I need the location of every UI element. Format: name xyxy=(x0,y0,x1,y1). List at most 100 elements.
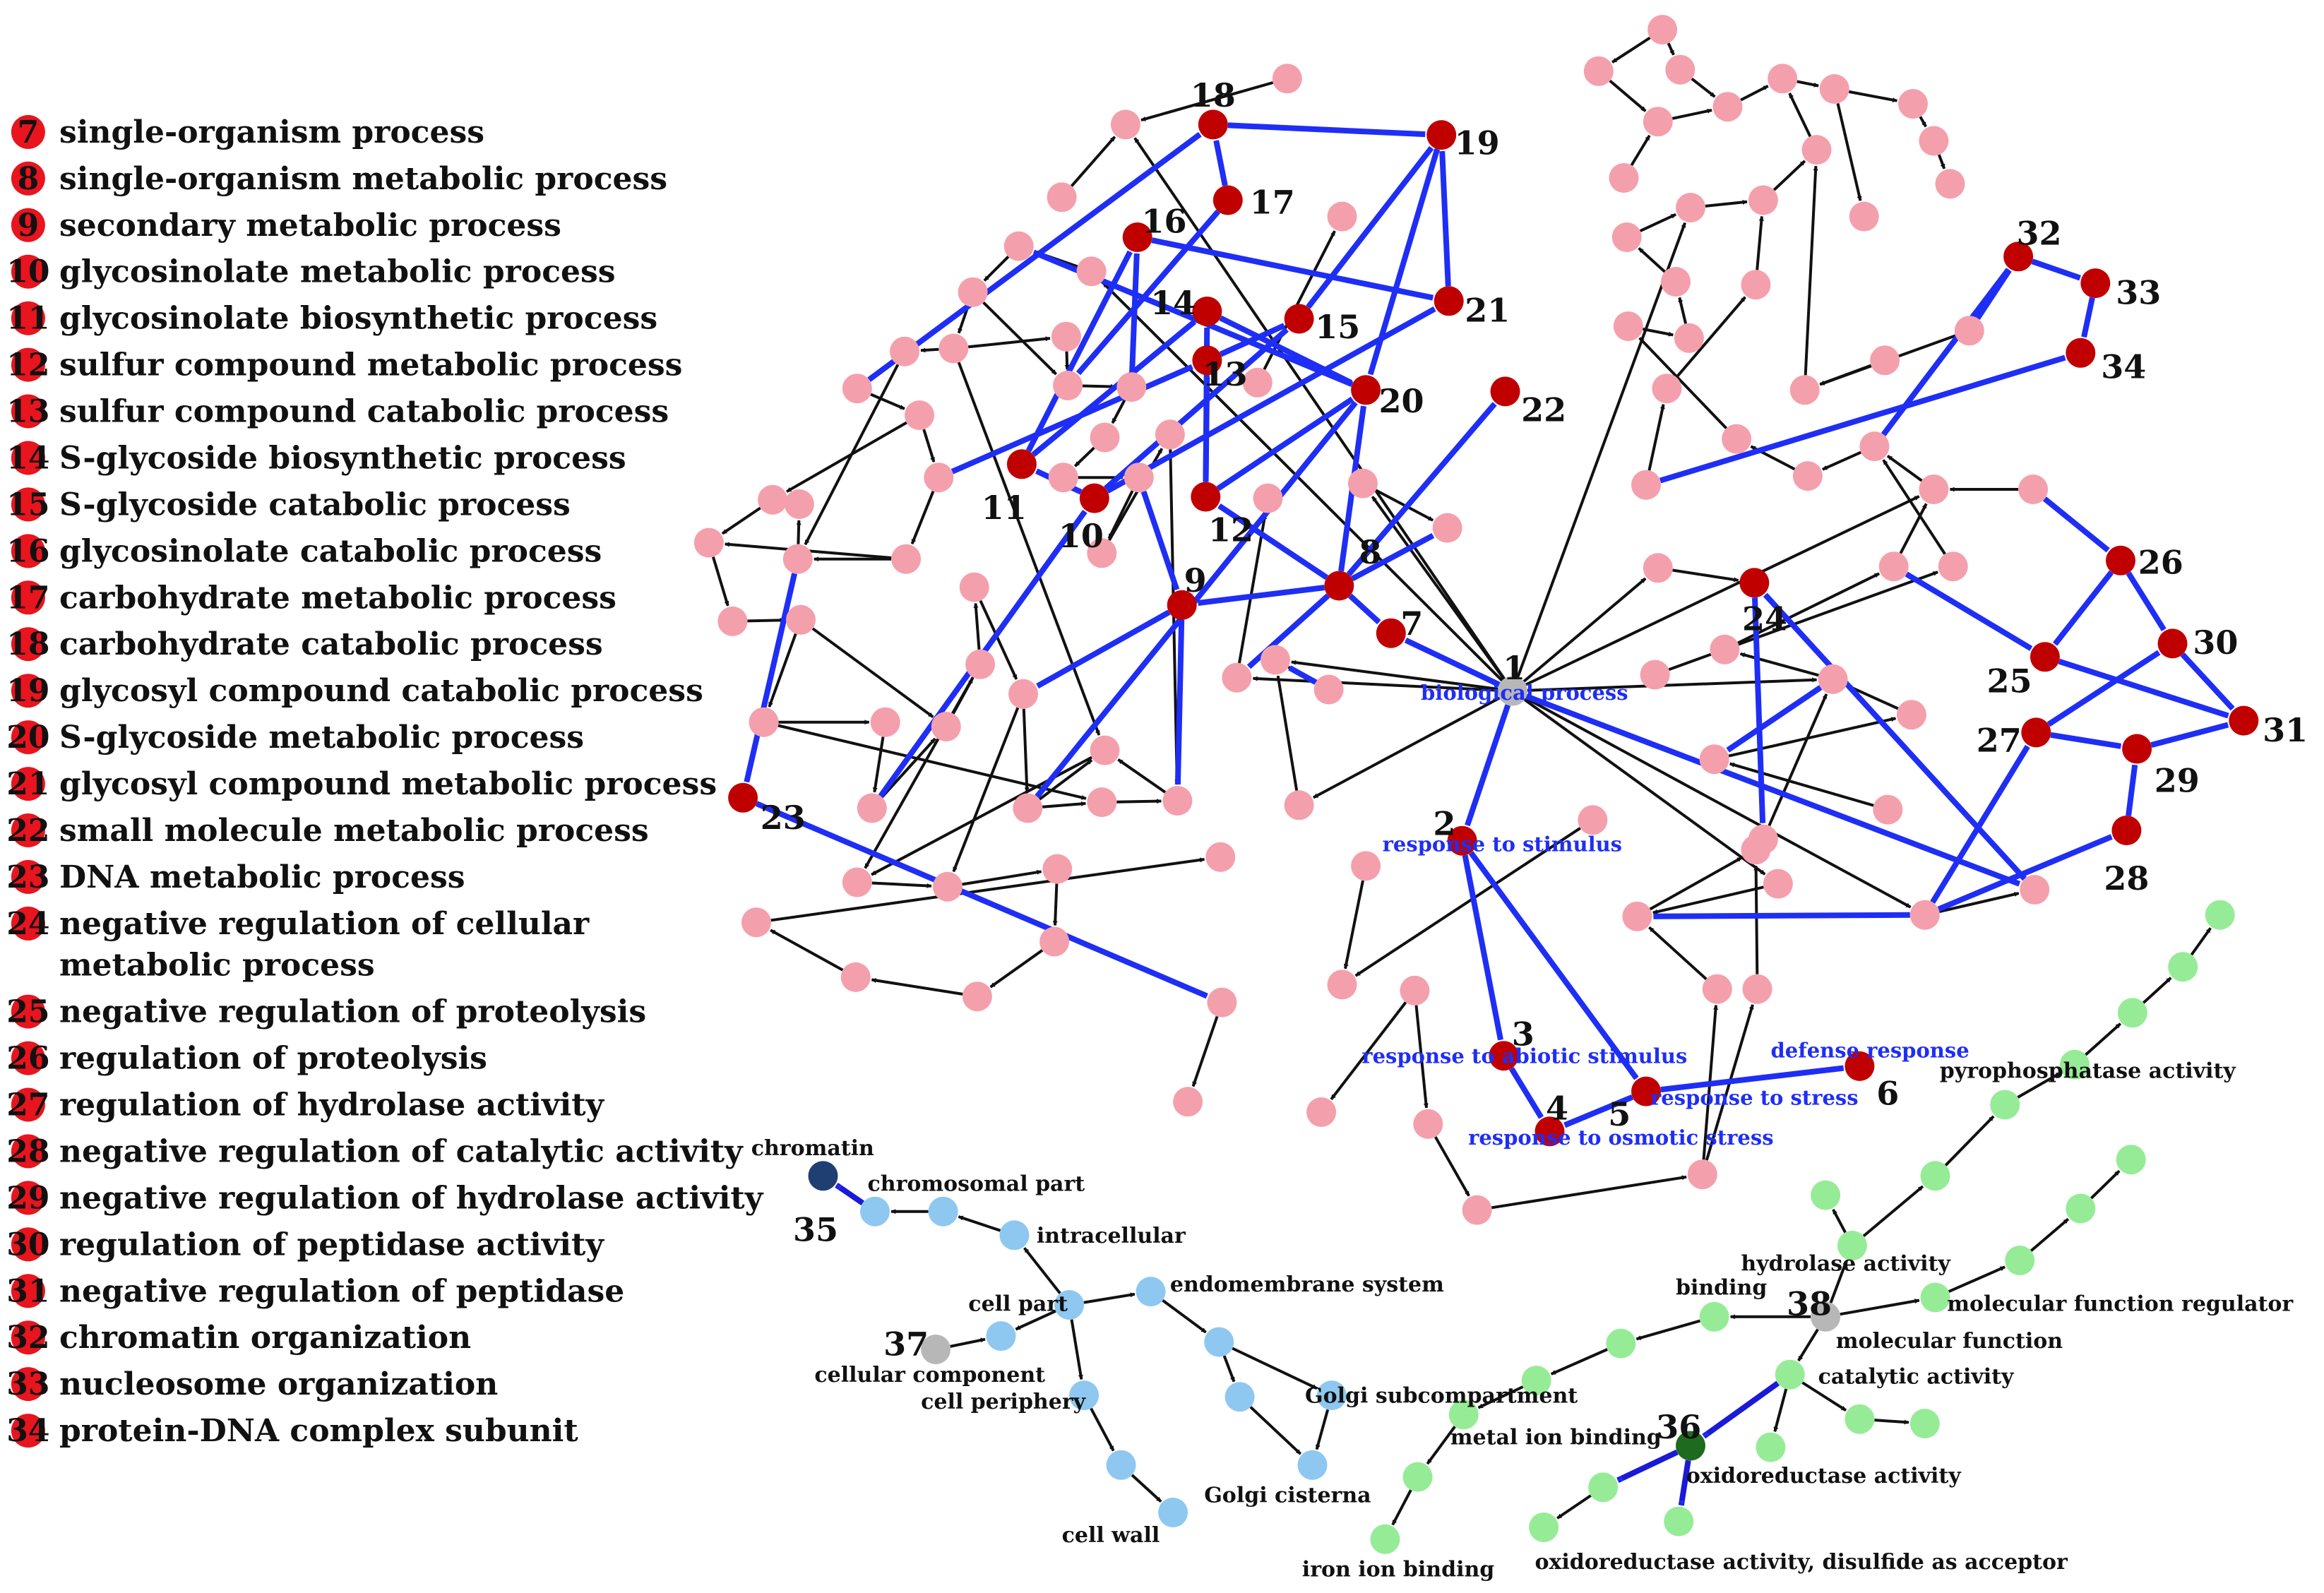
node-number-2: 2 xyxy=(1433,804,1455,842)
edge-g2-g1 xyxy=(2190,927,2212,956)
node-p53 xyxy=(1327,969,1357,1000)
edge-32-33 xyxy=(2031,258,2081,281)
edge-p36-p35 xyxy=(1847,684,1899,710)
edge-p30-p26 xyxy=(1882,459,1946,555)
legend-label-24: negative regulation of cellular xyxy=(59,906,590,942)
legend-label-14: S-glycoside biosynthetic process xyxy=(59,441,626,477)
legend-dot-9 xyxy=(11,208,45,242)
node-p91 xyxy=(870,707,900,737)
node-number-22: 22 xyxy=(1521,390,1566,429)
legend-number-29: 29 xyxy=(6,1180,49,1216)
node-number-16: 16 xyxy=(1141,203,1186,241)
edge-p84-23 xyxy=(744,573,797,783)
legend-number-11: 11 xyxy=(6,301,49,337)
edge-p98-p99 xyxy=(1116,799,1162,804)
edge-p14-p5 xyxy=(1788,93,1812,138)
node-p69 xyxy=(958,277,988,307)
legend-dot-20 xyxy=(11,720,45,755)
label-hydrolase-activity: hydrolase activity xyxy=(1741,1252,1951,1277)
edge-g21-g22 xyxy=(1391,1489,1412,1526)
edge-p31-25 xyxy=(1905,571,2033,651)
edge-8-9 xyxy=(1197,585,1325,606)
edge-p43-p44 xyxy=(1938,892,2020,913)
node-30 xyxy=(2157,628,2188,659)
edge-p95-p96 xyxy=(979,599,1018,680)
legend-label-9: secondary metabolic process xyxy=(59,208,561,244)
node-number-3: 3 xyxy=(1512,1015,1535,1054)
edge-24-p39 xyxy=(1752,597,1766,824)
node-p106 xyxy=(840,962,871,992)
node-p67 xyxy=(1076,256,1107,287)
node-p58 xyxy=(1222,662,1252,693)
node-c3 xyxy=(999,1220,1030,1251)
label-golgi-cisterna: Golgi cisterna xyxy=(1204,1483,1371,1508)
node-p86 xyxy=(758,484,788,515)
edge-g13-g16 xyxy=(1773,1388,1788,1433)
edge-p24-p19 xyxy=(1638,337,1728,429)
node-p108 xyxy=(1205,842,1236,872)
edge-p6-p10 xyxy=(1836,103,1862,201)
node-p49 xyxy=(1413,1109,1443,1139)
legend-label-7: single-organism process xyxy=(59,114,484,150)
node-p110 xyxy=(1173,1087,1203,1117)
legend-label-15: S-glycoside catabolic process xyxy=(59,487,571,523)
node-g5 xyxy=(1990,1090,2020,1120)
edge-p62-p63 xyxy=(1263,230,1336,371)
node-p6 xyxy=(1819,74,1849,104)
legend-dot-7 xyxy=(11,114,45,149)
legend-number-28: 28 xyxy=(6,1133,49,1169)
nodes xyxy=(693,15,2259,1554)
edge-1-7 xyxy=(1404,637,1501,688)
node-5 xyxy=(1631,1076,1661,1106)
node-number-6: 6 xyxy=(1876,1075,1899,1113)
node-g2 xyxy=(2168,952,2198,982)
node-p30 xyxy=(1938,551,1968,582)
legend-dot-31 xyxy=(11,1274,45,1308)
node-p65 xyxy=(1110,109,1140,140)
edge-p104-p105 xyxy=(989,949,1044,989)
edge-8-12 xyxy=(1217,503,1329,580)
legend-number-25: 25 xyxy=(6,994,49,1030)
node-15 xyxy=(1284,304,1314,334)
node-p42 xyxy=(1741,835,1771,865)
edge-1-p12 xyxy=(1516,222,1686,678)
edge-c4-c5 xyxy=(1083,1292,1136,1304)
edge-p80-p81 xyxy=(870,393,905,410)
legend-dot-15 xyxy=(11,487,45,522)
node-18 xyxy=(1198,109,1228,140)
node-p50 xyxy=(1400,975,1430,1006)
node-c11 xyxy=(1297,1450,1328,1480)
node-9 xyxy=(1167,590,1197,620)
edge-16-21 xyxy=(1151,237,1434,301)
label-biological-process: biological process xyxy=(1421,681,1628,705)
node-27 xyxy=(2021,717,2051,748)
node-g23 xyxy=(1588,1472,1619,1503)
edge-p74-p75 xyxy=(1073,446,1095,467)
legend-number-27: 27 xyxy=(6,1087,49,1123)
label-cell-periphery: cell periphery xyxy=(921,1390,1087,1414)
node-number-38: 38 xyxy=(1787,1285,1832,1323)
node-number-5: 5 xyxy=(1608,1095,1631,1133)
node-p33 xyxy=(1710,634,1740,664)
edge-p43-28 xyxy=(1937,834,2113,912)
edge-1-p44 xyxy=(1525,693,2021,887)
edge-p29-26 xyxy=(2042,496,2110,553)
node-p60 xyxy=(1347,468,1378,499)
edge-p28-p26 xyxy=(1886,454,1923,482)
node-p61 xyxy=(1432,513,1462,543)
edge-p96-p102 xyxy=(952,707,1020,873)
edge-c3-c2 xyxy=(958,1215,1001,1232)
edge-17-18 xyxy=(1213,140,1228,186)
node-number-27: 27 xyxy=(1977,722,2022,760)
edge-p102-p103 xyxy=(962,869,1042,886)
edge-9-p99 xyxy=(1174,619,1185,785)
legend-label-21: glycosyl compound metabolic process xyxy=(59,766,717,802)
node-g12 xyxy=(1920,1282,1950,1313)
node-p109 xyxy=(1207,987,1237,1018)
legend-number-17: 17 xyxy=(6,580,49,616)
edges-blue xyxy=(744,122,2235,1506)
node-g21 xyxy=(1402,1462,1433,1492)
node-c1 xyxy=(860,1196,890,1227)
edge-19-20 xyxy=(1367,148,1441,376)
node-p0 xyxy=(1647,15,1678,44)
